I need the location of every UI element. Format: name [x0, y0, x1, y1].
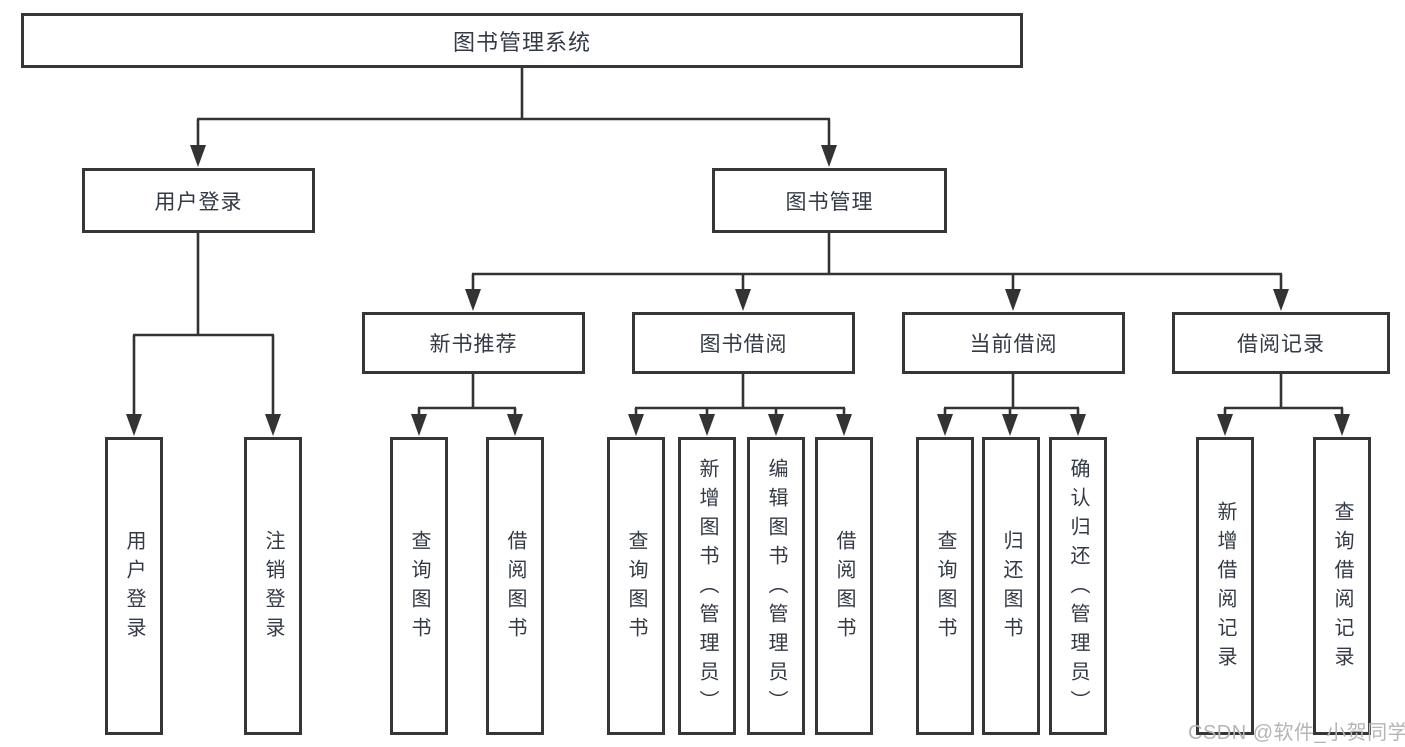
node-root-system: 图书管理系统: [21, 13, 1023, 68]
leaf-borrow-query-book: 查询图书: [607, 437, 665, 735]
csdn-watermark: CSDN @软件_小贺同学: [1188, 722, 1405, 744]
node-user-login-label: 用户登录: [154, 190, 243, 214]
leaf-add-borrow-record-label: 新增借阅记录: [1214, 501, 1236, 675]
leaf-user-login-label: 用户登录: [123, 530, 145, 646]
leaf-query-borrow-record: 查询借阅记录: [1313, 437, 1371, 735]
leaf-borrow-book-label: 借阅图书: [833, 530, 855, 646]
leaf-recommend-query-book-label: 查询图书: [408, 530, 430, 646]
leaf-logout-label: 注销登录: [262, 530, 284, 646]
node-book-borrow: 图书借阅: [632, 312, 855, 374]
leaf-borrow-query-book-label: 查询图书: [625, 530, 647, 646]
leaf-logout: 注销登录: [244, 437, 302, 735]
leaf-add-book-admin: 新增图书（管理员）: [678, 437, 736, 735]
leaf-current-query-book: 查询图书: [916, 437, 974, 735]
leaf-recommend-borrow-book: 借阅图书: [486, 437, 544, 735]
node-new-book-recommend-label: 新书推荐: [429, 333, 518, 356]
leaf-confirm-return-admin-label: 确认归还（管理员）: [1067, 457, 1089, 719]
node-current-borrow: 当前借阅: [902, 312, 1125, 374]
node-book-borrow-label: 图书借阅: [699, 333, 788, 356]
node-new-book-recommend: 新书推荐: [362, 312, 585, 374]
node-book-management-label: 图书管理: [785, 190, 874, 214]
leaf-add-book-admin-label: 新增图书（管理员）: [696, 457, 718, 719]
leaf-recommend-query-book: 查询图书: [390, 437, 448, 735]
leaf-borrow-book: 借阅图书: [815, 437, 873, 735]
leaf-edit-book-admin-label: 编辑图书（管理员）: [765, 457, 787, 719]
leaf-edit-book-admin: 编辑图书（管理员）: [747, 437, 805, 735]
leaf-add-borrow-record: 新增借阅记录: [1196, 437, 1254, 735]
node-current-borrow-label: 当前借阅: [969, 333, 1058, 356]
node-borrow-records: 借阅记录: [1172, 312, 1390, 374]
leaf-user-login: 用户登录: [105, 437, 163, 735]
node-root-label: 图书管理系统: [452, 29, 591, 55]
leaf-confirm-return-admin: 确认归还（管理员）: [1049, 437, 1107, 735]
leaf-query-borrow-record-label: 查询借阅记录: [1331, 501, 1353, 675]
arrowheads: [126, 145, 1350, 436]
leaf-return-book-label: 归还图书: [1000, 530, 1022, 646]
leaf-recommend-borrow-book-label: 借阅图书: [504, 530, 526, 646]
node-book-management: 图书管理: [712, 168, 947, 233]
node-user-login: 用户登录: [82, 168, 315, 233]
node-borrow-records-label: 借阅记录: [1237, 333, 1325, 356]
leaf-return-book: 归还图书: [982, 437, 1040, 735]
leaf-current-query-book-label: 查询图书: [934, 530, 956, 646]
